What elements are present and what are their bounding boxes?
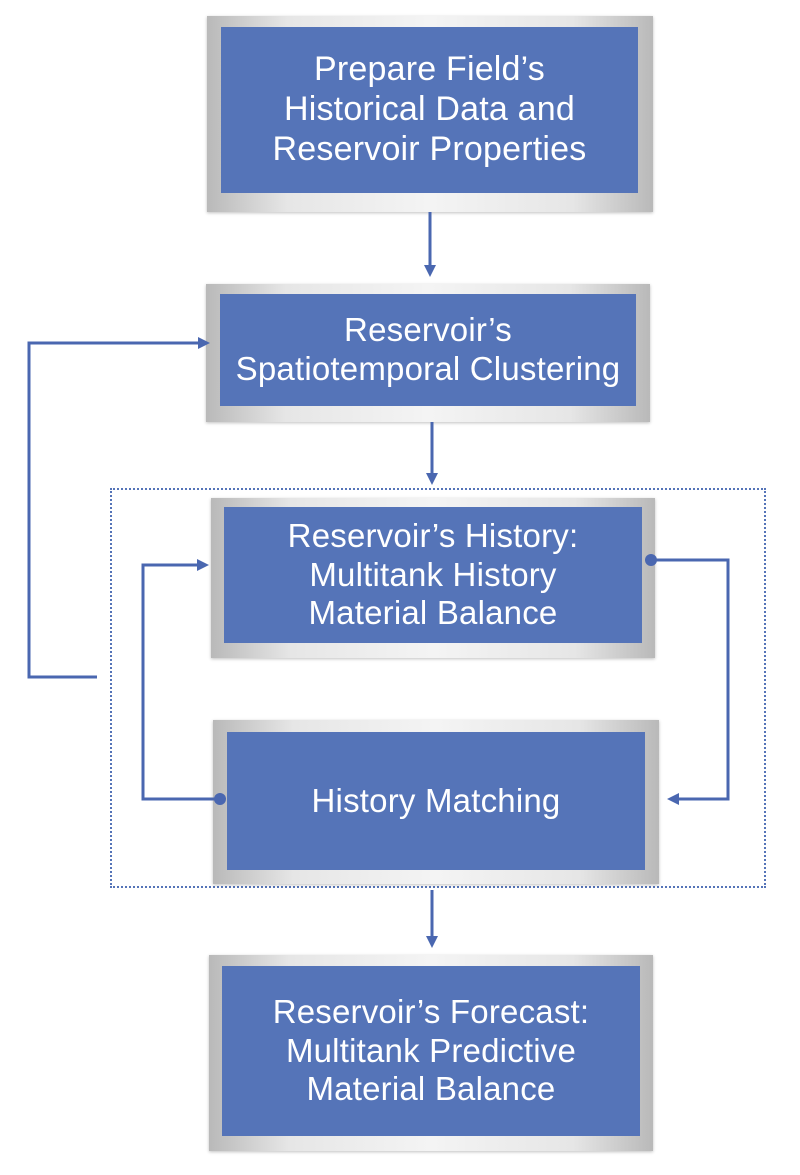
node-history-line-2: Multitank History <box>309 555 557 593</box>
node-forecast-line-1: Reservoir’s Forecast: <box>272 993 590 1031</box>
node-history[interactable]: Reservoir’s History: Multitank History M… <box>224 507 642 643</box>
node-forecast-line-3: Material Balance <box>306 1070 556 1108</box>
node-prepare-line-1: Prepare Field’s <box>313 50 546 89</box>
node-prepare-line-2: Historical Data and <box>283 90 576 129</box>
node-clustering-line-2: Spatiotemporal Clustering <box>235 350 621 387</box>
node-clustering-line-1: Reservoir’s <box>344 311 512 349</box>
node-forecast-line-2: Multitank Predictive <box>285 1031 577 1069</box>
node-matching-line-1: History Matching <box>311 781 561 819</box>
iteration-group-border <box>110 488 766 888</box>
node-history-line-1: Reservoir’s History: <box>287 517 579 555</box>
node-prepare[interactable]: Prepare Field’s Historical Data and Rese… <box>221 27 638 193</box>
node-clustering[interactable]: Reservoir’s Spatiotemporal Clustering <box>220 294 636 406</box>
node-history-line-3: Material Balance <box>308 594 558 632</box>
node-forecast[interactable]: Reservoir’s Forecast: Multitank Predicti… <box>222 966 640 1136</box>
node-prepare-line-3: Reservoir Properties <box>272 129 587 168</box>
node-matching[interactable]: History Matching <box>227 732 645 870</box>
